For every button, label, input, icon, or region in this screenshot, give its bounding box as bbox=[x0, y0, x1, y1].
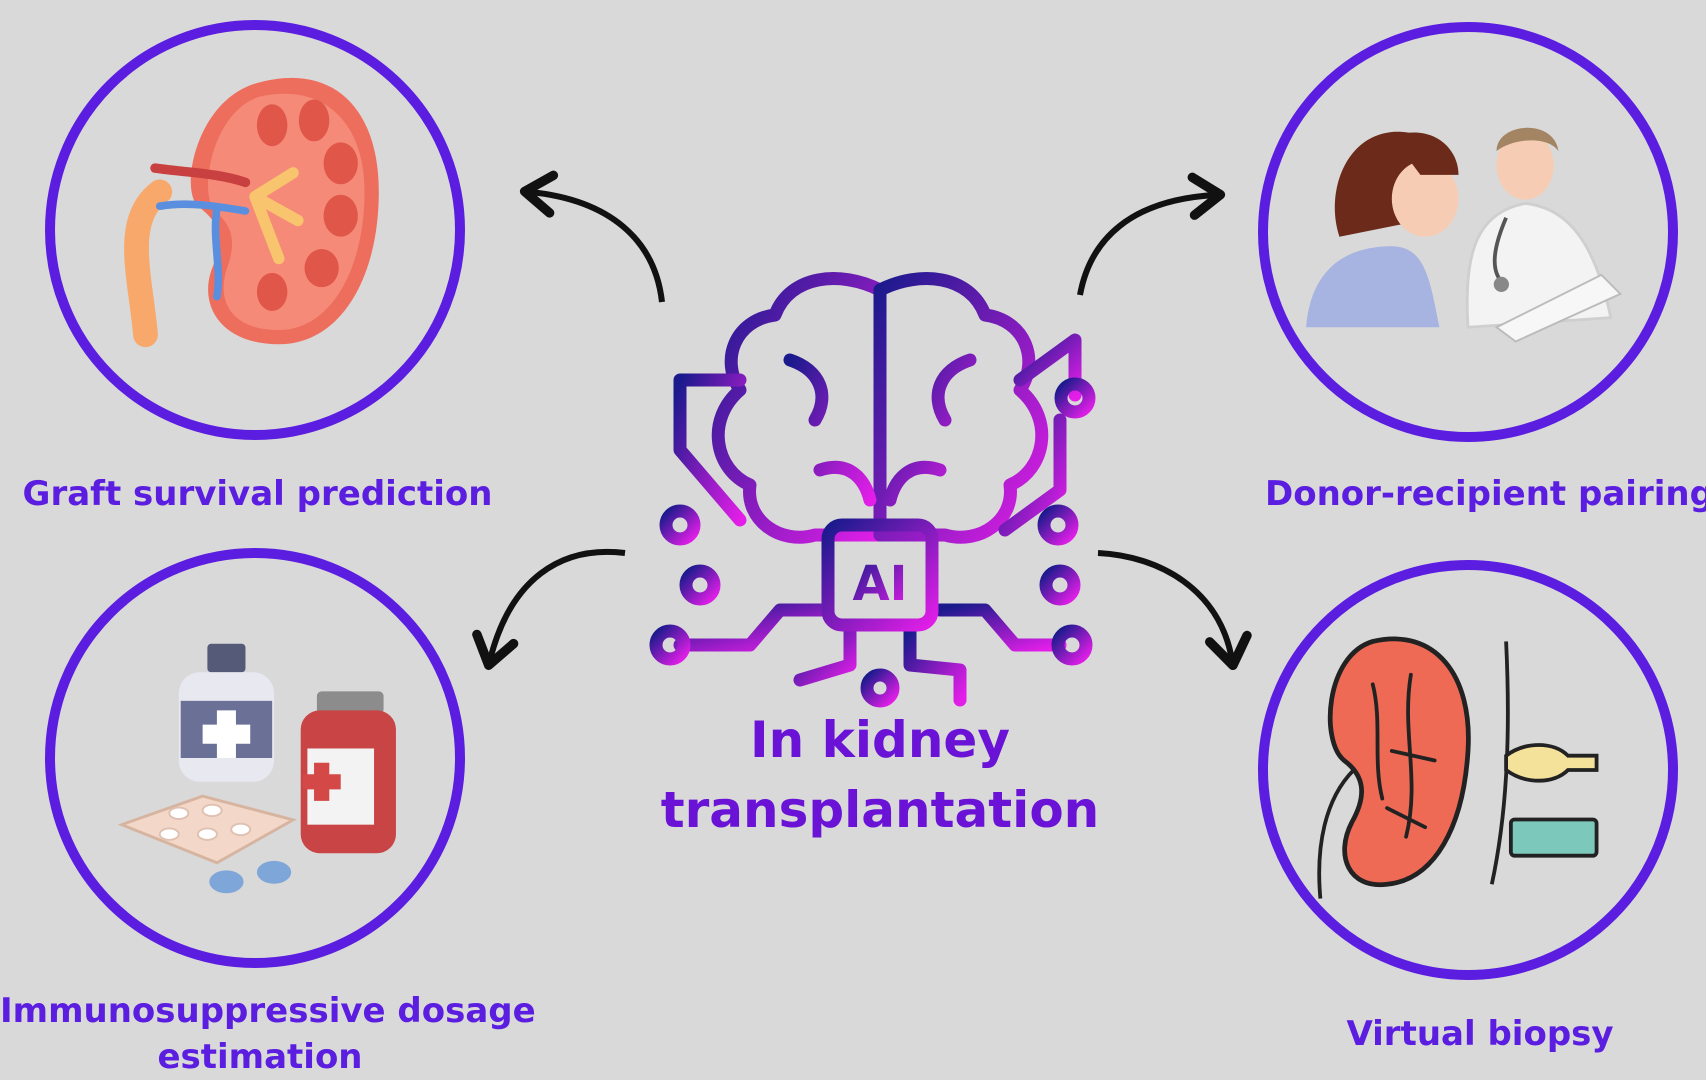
arrow-to-donor-pairing bbox=[1077, 172, 1226, 296]
doctor-patient-icon bbox=[1306, 127, 1623, 343]
center-title-line2: transplantation bbox=[660, 781, 1100, 839]
biopsy-label: Virtual biopsy bbox=[1346, 1014, 1614, 1054]
center-title: In kidney transplantation bbox=[600, 705, 1160, 845]
kidney-icon bbox=[124, 77, 379, 348]
graft-survival-label: Graft survival prediction bbox=[22, 474, 493, 514]
medication-icon bbox=[117, 643, 396, 894]
arrow-to-dosage bbox=[472, 548, 626, 670]
ai-badge-text: AI bbox=[852, 556, 907, 612]
dosage-label-line2: estimation bbox=[157, 1037, 363, 1077]
biopsy-circle bbox=[1258, 560, 1678, 980]
arrow-to-biopsy bbox=[1097, 550, 1252, 671]
donor-pairing-circle bbox=[1258, 22, 1678, 442]
graft-survival-circle bbox=[45, 20, 465, 440]
kidney-ultrasound-icon bbox=[1317, 636, 1599, 899]
center-title-line1: In kidney bbox=[750, 711, 1010, 769]
dosage-circle bbox=[45, 548, 465, 968]
arrow-to-graft-survival bbox=[519, 170, 665, 303]
donor-pairing-label: Donor-recipient pairing bbox=[1265, 474, 1706, 514]
dosage-label-line1: Immunosuppressive dosage bbox=[0, 991, 536, 1031]
dosage-label: Immunosuppressive dosage estimation bbox=[0, 988, 536, 1080]
